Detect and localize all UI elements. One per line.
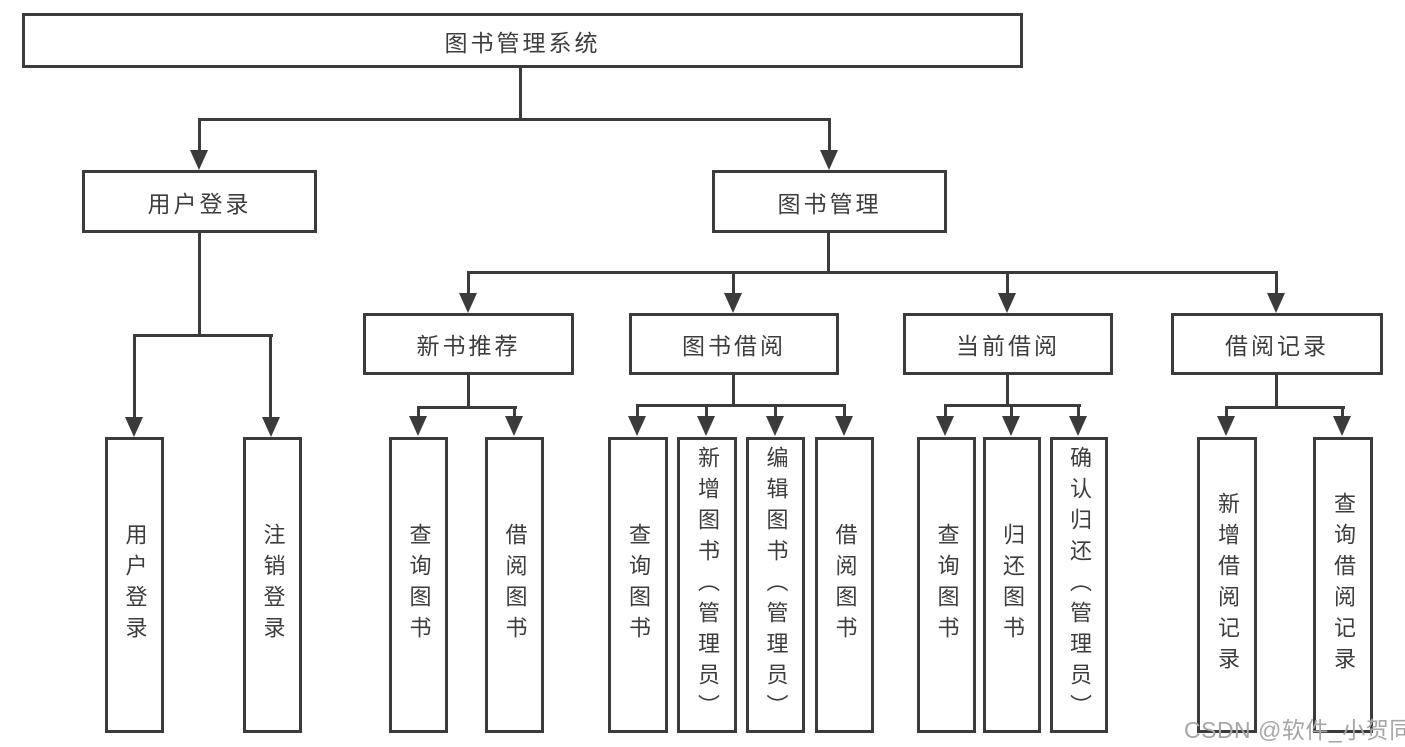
connector-line: [636, 404, 846, 407]
node-current-borrow: 当前借阅: [903, 313, 1113, 375]
connector-line: [828, 118, 831, 152]
connector-line: [1006, 375, 1009, 406]
arrow-down-icon: [1267, 293, 1285, 313]
connector-line: [732, 271, 735, 295]
arrow-down-icon: [190, 150, 208, 170]
connector-line: [1077, 404, 1080, 418]
arrow-down-icon: [409, 416, 427, 436]
connector-line: [1006, 271, 1009, 295]
node-user-login: 用户登录: [82, 170, 317, 233]
arrow-down-icon: [125, 417, 143, 437]
connector-line: [198, 118, 831, 121]
connector-line: [1275, 375, 1278, 408]
node-label: 查询图书: [934, 523, 960, 647]
node-label: 图书管理系统: [444, 29, 601, 56]
arrow-down-icon: [628, 416, 646, 436]
leaf-return-books: 归还图书: [983, 437, 1041, 733]
node-book-borrow: 图书借阅: [629, 313, 839, 375]
arrow-down-icon: [1069, 416, 1087, 436]
node-label: 查询借阅记录: [1331, 492, 1356, 678]
arrow-down-icon: [724, 293, 742, 313]
node-label: 确认归还（管理员）: [1067, 445, 1092, 725]
connector-line: [1275, 271, 1278, 295]
node-label: 新增借阅记录: [1215, 492, 1240, 678]
node-label: 用户登录: [147, 190, 252, 217]
leaf-borrow-books: 借阅图书: [815, 437, 874, 733]
node-label: 查询图书: [406, 523, 432, 647]
connector-line: [1225, 406, 1228, 418]
leaf-query-books-recommend: 查询图书: [389, 437, 448, 733]
connector-line: [519, 68, 522, 120]
arrow-down-icon: [998, 293, 1016, 313]
node-label: 借阅图书: [502, 523, 528, 647]
connector-line: [269, 334, 272, 418]
arrow-down-icon: [820, 150, 838, 170]
node-new-book-recommend: 新书推荐: [363, 313, 574, 375]
leaf-add-borrow-record: 新增借阅记录: [1197, 437, 1257, 733]
connector-line: [467, 271, 470, 295]
connector-line: [417, 406, 420, 418]
connector-line: [636, 404, 639, 418]
node-label: 图书管理: [777, 190, 882, 217]
arrow-down-icon: [936, 416, 954, 436]
leaf-add-books-admin: 新增图书（管理员）: [677, 437, 737, 733]
watermark: CSDN @软件_小贺同学: [1184, 717, 1405, 743]
connector-line: [513, 406, 516, 418]
arrow-down-icon: [262, 417, 280, 437]
node-label: 借阅记录: [1225, 333, 1329, 359]
connector-line: [774, 404, 777, 418]
connector-line: [133, 334, 136, 418]
arrow-down-icon: [1002, 416, 1020, 436]
node-library-management-system: 图书管理系统: [22, 13, 1023, 68]
connector-line: [198, 118, 201, 152]
connector-line: [417, 406, 517, 409]
connector-line: [843, 404, 846, 418]
leaf-edit-books-admin: 编辑图书（管理员）: [746, 437, 805, 733]
leaf-logout: 注销登录: [243, 437, 302, 733]
connector-line: [827, 233, 830, 274]
connector-line: [1341, 406, 1344, 418]
node-label: 新书推荐: [416, 333, 521, 359]
connector-line: [467, 271, 1278, 274]
leaf-user-login: 用户登录: [105, 437, 164, 733]
node-borrow-records: 借阅记录: [1171, 313, 1383, 375]
connector-line: [705, 404, 708, 418]
node-label: 新增图书（管理员）: [695, 445, 720, 725]
leaf-borrow-books-recommend: 借阅图书: [485, 437, 544, 733]
node-label: 查询图书: [626, 523, 651, 647]
leaf-query-borrow-record: 查询借阅记录: [1313, 437, 1373, 733]
connector-line: [1010, 404, 1013, 418]
arrow-down-icon: [459, 293, 477, 313]
arrow-down-icon: [1333, 416, 1351, 436]
node-label: 用户登录: [122, 523, 148, 647]
node-label: 当前借阅: [956, 333, 1060, 359]
leaf-confirm-return-admin: 确认归还（管理员）: [1050, 437, 1108, 733]
node-label: 编辑图书（管理员）: [763, 445, 789, 725]
node-label: 图书借阅: [682, 333, 786, 359]
leaf-query-books-borrow: 查询图书: [608, 437, 668, 733]
arrow-down-icon: [697, 416, 715, 436]
connector-line: [944, 404, 947, 418]
arrow-down-icon: [835, 416, 853, 436]
leaf-query-books-current: 查询图书: [917, 437, 976, 733]
connector-line: [198, 233, 201, 336]
connector-line: [467, 375, 470, 408]
connector-line: [1225, 406, 1345, 409]
node-label: 借阅图书: [832, 523, 858, 647]
connector-line: [133, 334, 273, 337]
arrow-down-icon: [505, 416, 523, 436]
node-book-management: 图书管理: [712, 170, 947, 233]
connector-line: [732, 375, 735, 406]
arrow-down-icon: [1217, 416, 1235, 436]
arrow-down-icon: [766, 416, 784, 436]
node-label: 归还图书: [1000, 523, 1025, 647]
node-label: 注销登录: [260, 523, 286, 647]
